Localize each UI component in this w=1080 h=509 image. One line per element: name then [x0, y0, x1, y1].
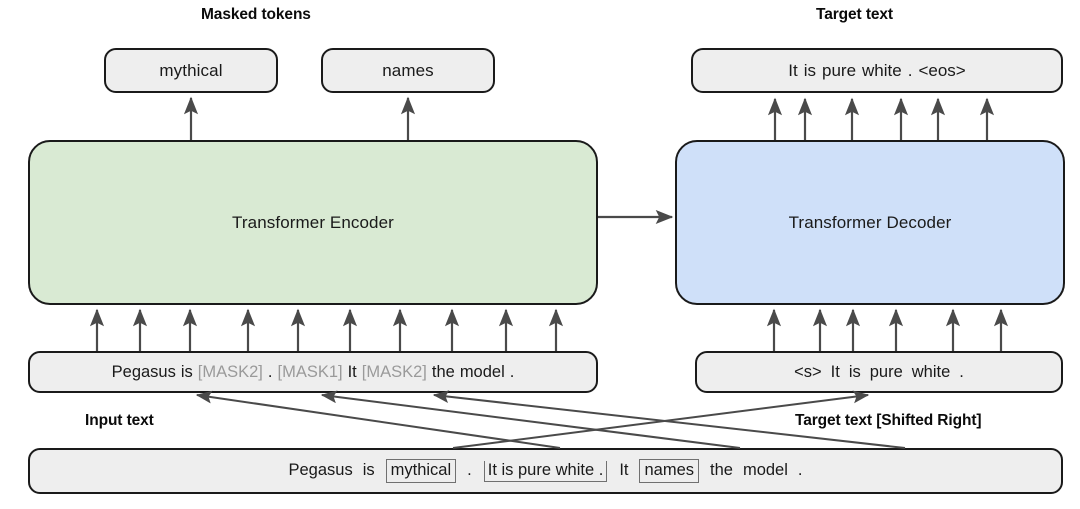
input-text-token: Pegasus — [111, 362, 176, 381]
input-text-token: [MASK2] — [361, 362, 427, 381]
source-text-token: Pegasus — [288, 461, 353, 479]
shifted-target-token: pure — [869, 362, 903, 381]
decoder-label: Transformer Decoder — [788, 212, 952, 232]
caption-masked-tokens: Masked tokens — [201, 6, 311, 23]
source-to-input-diagonal — [195, 390, 561, 449]
caption-target-text-shifted: Target text [Shifted Right] — [795, 412, 982, 429]
transformer-encoder-block[interactable]: Transformer Encoder — [28, 140, 598, 305]
source-text-token: It is pure white . — [483, 461, 608, 482]
encoder-input-arrows — [89, 308, 564, 351]
caption-target-text: Target text — [816, 6, 893, 23]
input-text-token: [MASK1] — [277, 362, 343, 381]
encoder-label: Transformer Encoder — [232, 212, 394, 232]
target-text-token: It — [788, 60, 798, 80]
masked-token-box-mythical[interactable]: mythical — [104, 48, 278, 93]
masked-token-label: names — [382, 60, 434, 80]
input-text-token: It — [347, 362, 357, 381]
source-text-token: mythical — [385, 459, 457, 483]
transformer-decoder-block[interactable]: Transformer Decoder — [675, 140, 1065, 305]
source-to-input-diagonal — [320, 390, 741, 449]
masked-token-box-names[interactable]: names — [321, 48, 495, 93]
caption-input-text: Input text — [85, 412, 154, 429]
source-text-token: is — [362, 461, 375, 479]
shifted-target-token: . — [959, 362, 964, 381]
input-text-token: . — [267, 362, 273, 381]
source-text-token: the — [710, 461, 733, 479]
source-text-token: names — [639, 459, 700, 483]
target-text-token: is — [803, 60, 816, 80]
input-text-token: is — [180, 362, 193, 381]
source-text-token: It — [619, 461, 629, 479]
shifted-target-token: white — [911, 362, 951, 381]
shifted-target-token: is — [848, 362, 861, 381]
decoder-input-arrows — [766, 308, 1009, 351]
input-text-token: . — [509, 362, 515, 381]
target-text-token: pure — [822, 60, 857, 80]
target-text-token: white — [862, 60, 902, 80]
decoder-output-arrows — [767, 97, 995, 140]
masked-token-label: mythical — [159, 60, 223, 80]
shifted-target-token: <s> — [794, 362, 822, 381]
source-text-token: . — [467, 461, 472, 479]
target-text-token: <eos> — [918, 60, 966, 80]
input-text-token: [MASK2] — [197, 362, 263, 381]
encoder-output-arrows — [183, 96, 416, 140]
input-text-token: the — [431, 362, 455, 381]
shifted-target-token: It — [830, 362, 840, 381]
target-text-token: . — [907, 60, 913, 80]
source-text-token: . — [797, 461, 803, 479]
source-text-token: model — [742, 461, 788, 479]
input-text-token: model — [459, 362, 505, 381]
